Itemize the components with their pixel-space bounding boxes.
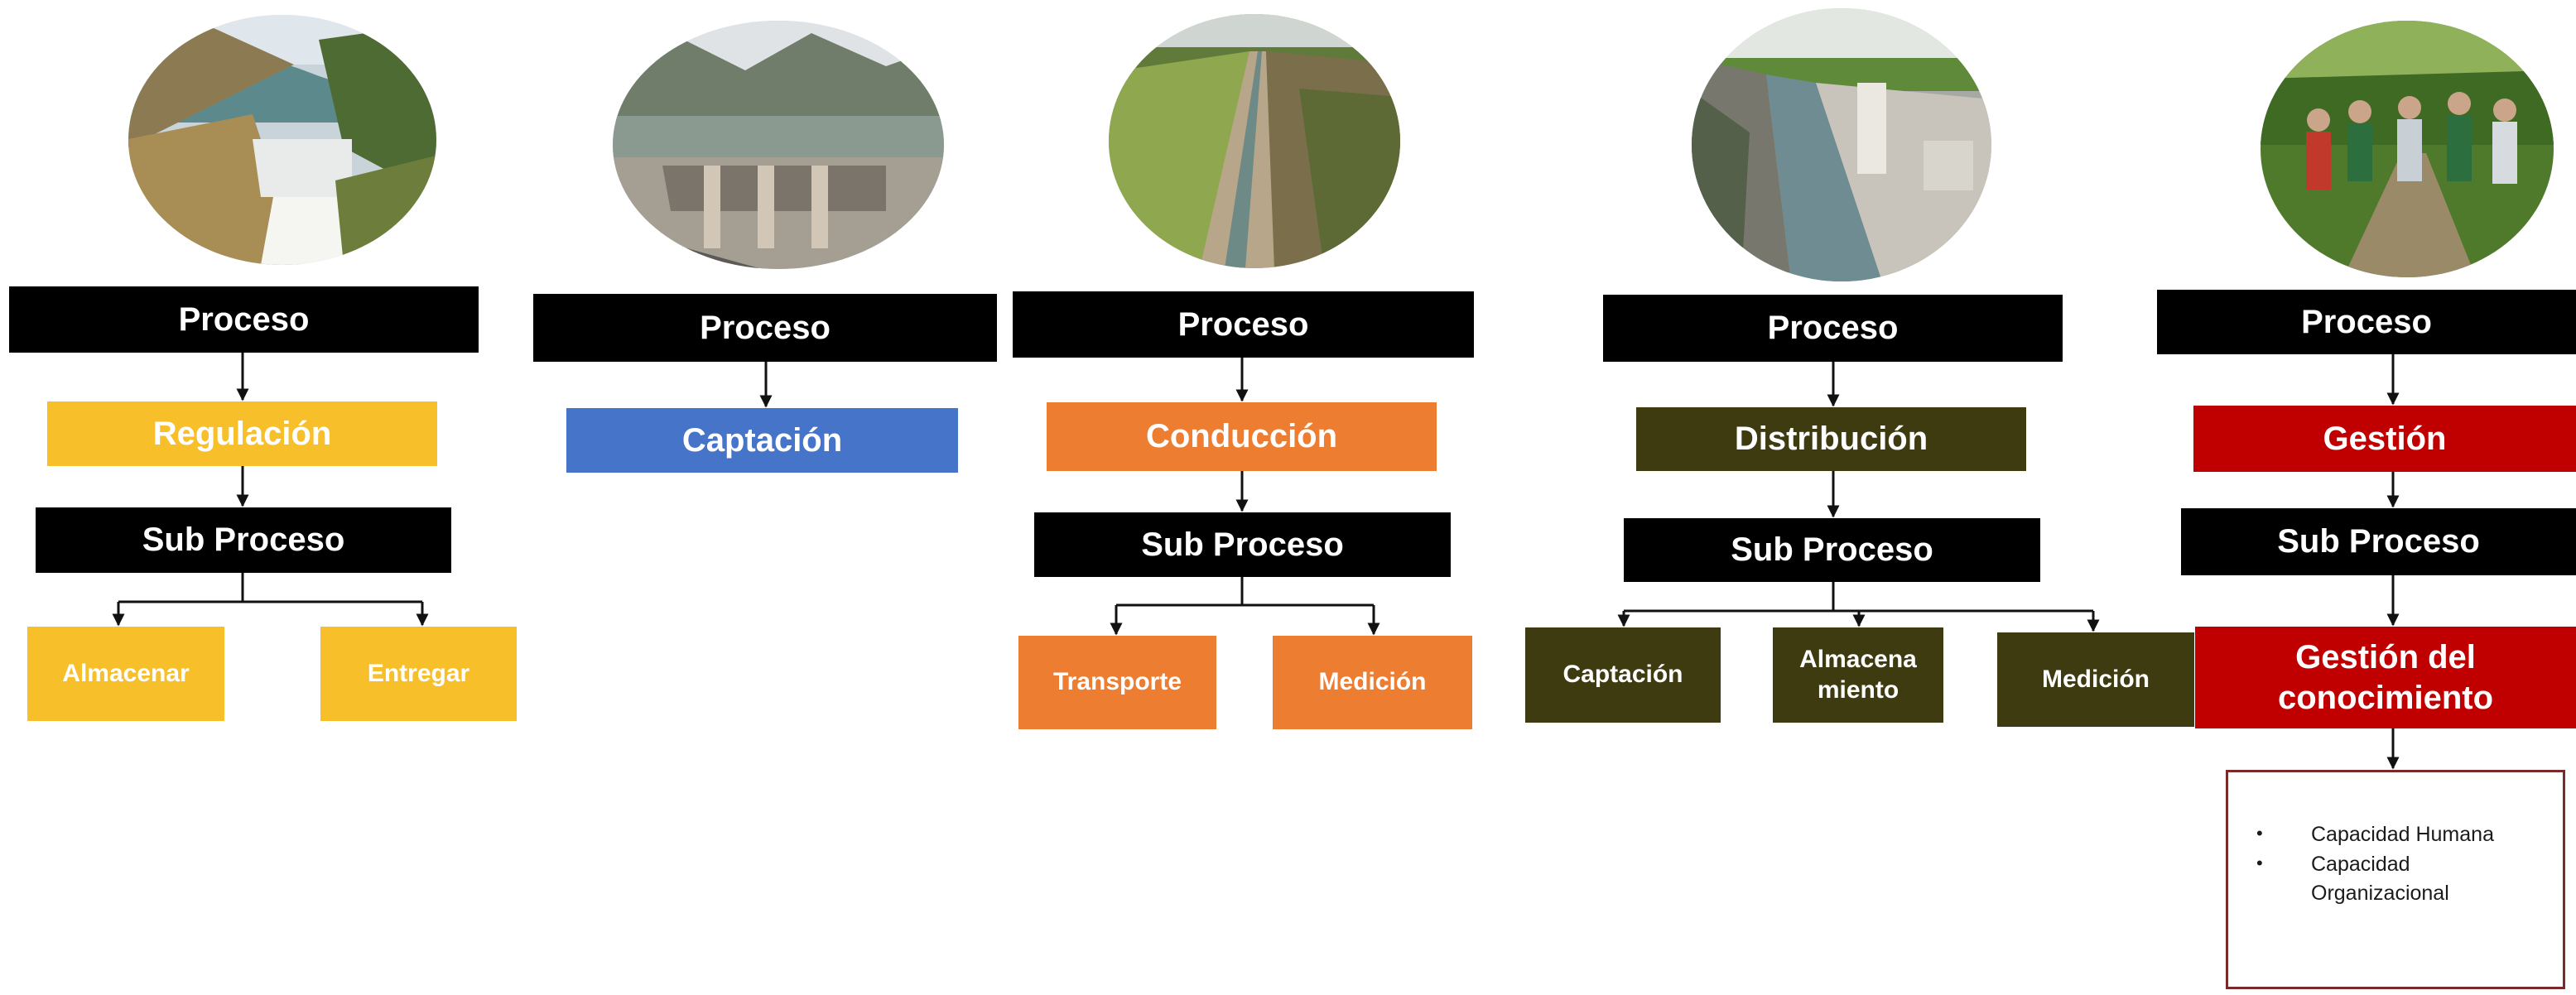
proceso-box-captacion: Proceso: [533, 294, 997, 362]
leaf-medicion-distribucion: Medición: [1997, 632, 2194, 727]
leaf-gestion-conocimiento: Gestión del conocimiento: [2195, 627, 2576, 728]
subproceso-box-gestion: Sub Proceso: [2181, 508, 2576, 575]
capacidades-list: Capacidad Humana Capacidad Organizaciona…: [2245, 820, 2546, 909]
leaf-captacion-distribucion: Captación: [1525, 627, 1721, 723]
note-capacidad-organizacional: Capacidad Organizacional: [2256, 850, 2546, 909]
subproceso-box-conduccion: Sub Proceso: [1034, 512, 1451, 577]
distribution-channel-photo: [1692, 8, 1991, 281]
proceso-box-gestion: Proceso: [2157, 290, 2576, 354]
leaf-almacenar: Almacenar: [27, 627, 224, 721]
leaf-almacenamiento: Almacena miento: [1773, 627, 1943, 723]
proceso-box-distribucion: Proceso: [1603, 295, 2063, 362]
proceso-box-regulacion: Proceso: [9, 286, 479, 353]
irrigation-canal-image: [1109, 14, 1400, 268]
branch-regulacion-subproceso: [118, 573, 422, 603]
subproceso-box-distribucion: Sub Proceso: [1624, 518, 2040, 582]
branch-conduccion-subproceso: [1116, 577, 1374, 607]
field-meeting-group-photo: [2261, 21, 2554, 277]
stage-box-regulacion: Regulación: [47, 401, 437, 466]
proceso-box-conduccion: Proceso: [1013, 291, 1474, 358]
water-intake-structure-photo: [613, 21, 944, 269]
stage-box-conduccion: Conducción: [1047, 402, 1437, 471]
subproceso-box-regulacion: Sub Proceso: [36, 507, 451, 573]
leaf-medicion-conduccion: Medición: [1273, 636, 1472, 729]
branch-distribucion-subproceso: [1624, 582, 2093, 613]
water-intake-image: [613, 21, 944, 269]
dam-reservoir-photo: [128, 15, 436, 265]
stage-box-gestion: Gestión: [2193, 406, 2576, 472]
stage-box-captacion: Captación: [566, 408, 958, 473]
stage-box-distribucion: Distribución: [1636, 407, 2026, 471]
irrigation-canal-photo: [1109, 14, 1400, 268]
dam-reservoir-image: [128, 15, 436, 265]
capacidades-notes-box: Capacidad Humana Capacidad Organizaciona…: [2226, 770, 2565, 989]
note-capacidad-humana: Capacidad Humana: [2256, 820, 2546, 850]
leaf-entregar: Entregar: [320, 627, 517, 721]
leaf-transporte: Transporte: [1018, 636, 1216, 729]
field-meeting-image: [2261, 21, 2554, 277]
distribution-channel-image: [1692, 8, 1991, 281]
